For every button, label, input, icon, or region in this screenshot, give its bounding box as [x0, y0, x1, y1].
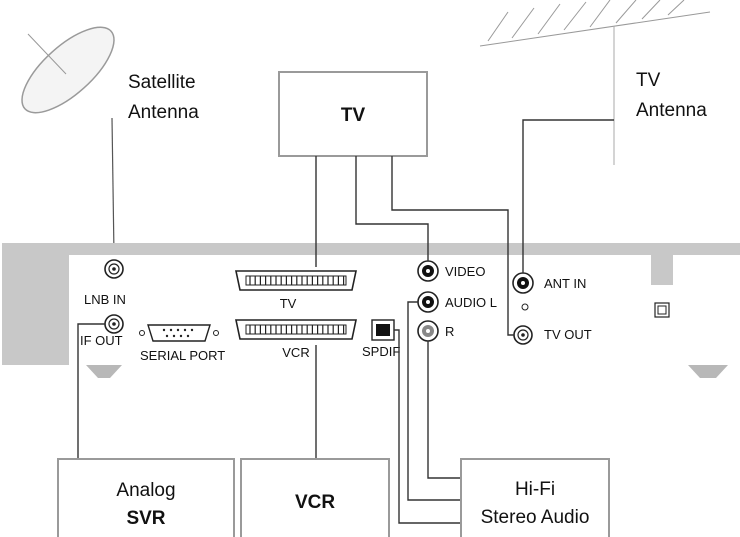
analog-svr-label-line1: Analog — [116, 480, 175, 501]
if-out-label: IF OUT — [80, 333, 123, 348]
ant-in-label: ANT IN — [544, 276, 586, 291]
indicator-hole — [521, 303, 529, 311]
power-switch-icon — [654, 302, 670, 318]
satellite-dish-icon — [21, 26, 115, 256]
audio-l-rca-connector — [417, 291, 439, 313]
tv-device-box: TV — [278, 71, 428, 157]
tv-out-connector — [513, 325, 533, 345]
connection-wires — [77, 119, 614, 524]
audio-r-label: R — [445, 324, 454, 339]
scart-vcr-label: VCR — [282, 345, 309, 360]
hifi-label-line2: Stereo Audio — [481, 507, 590, 528]
hifi-device-box: Hi-Fi Stereo Audio — [460, 458, 610, 537]
audio-l-label: AUDIO L — [445, 295, 497, 310]
tv-antenna-label-line2: Antenna — [636, 100, 707, 121]
scart-vcr-connector — [235, 319, 357, 340]
tv-antenna-label-line1: TV — [636, 70, 661, 91]
satellite-antenna-label-line2: Antenna — [128, 102, 199, 123]
lnb-in-label: LNB IN — [84, 292, 126, 307]
receiver-rear-panel — [2, 243, 740, 378]
satellite-antenna-label-line1: Satellite — [128, 72, 196, 93]
serial-port-label: SERIAL PORT — [140, 348, 225, 363]
video-label: VIDEO — [445, 264, 485, 279]
vcr-device-box: VCR — [240, 458, 390, 537]
tv-device-label: TV — [341, 105, 366, 126]
audio-r-rca-connector — [417, 320, 439, 342]
spdif-connector — [371, 319, 395, 341]
lnb-in-connector — [104, 259, 124, 279]
scart-tv-label: TV — [280, 296, 297, 311]
tv-antenna-icon — [479, 0, 711, 165]
spdif-label: SPDIF — [362, 344, 400, 359]
video-rca-connector — [417, 260, 439, 282]
tv-out-label: TV OUT — [544, 327, 592, 342]
ant-in-connector — [512, 272, 534, 294]
scart-tv-connector — [235, 270, 357, 291]
analog-svr-label-line2: SVR — [126, 508, 165, 529]
serial-port-connector — [139, 324, 219, 342]
analog-svr-device-box: Analog SVR — [57, 458, 235, 537]
vcr-device-label: VCR — [295, 492, 335, 513]
hifi-label-line1: Hi-Fi — [515, 479, 555, 500]
if-out-connector — [104, 314, 124, 334]
